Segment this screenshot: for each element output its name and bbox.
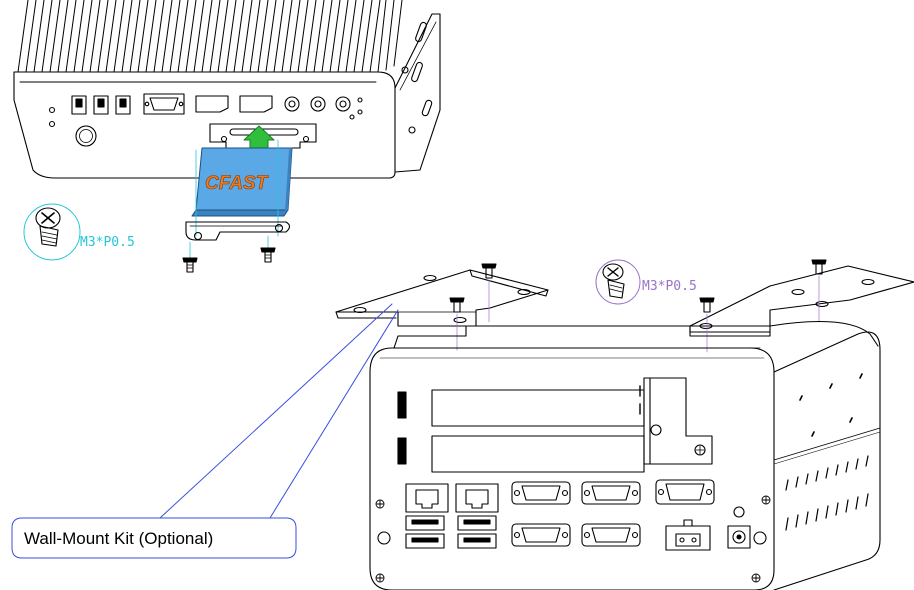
wall-mount-kit-label: Wall-Mount Kit (Optional): [24, 529, 213, 548]
screw-head-icon: [602, 263, 625, 299]
top-display-ports: [195, 95, 273, 113]
bottom-usb-ports: [405, 515, 497, 549]
top-unit: [13, 0, 441, 179]
wall-mount-callout: Wall-Mount Kit (Optional): [11, 303, 399, 559]
side-vents: [785, 373, 869, 531]
bottom-front-panel: [369, 347, 775, 590]
top-com-port: [143, 93, 185, 115]
cfast-screw-right: [260, 247, 276, 263]
mount-screw-2: [449, 297, 465, 351]
wall-mount-bracket-left: [335, 269, 549, 327]
cfast-card: CFAST: [191, 147, 293, 217]
top-chassis-front: [13, 71, 396, 179]
cfast-label: CFAST: [205, 173, 269, 194]
top-usb-ports: [71, 95, 131, 115]
screw-callout-left: M3*P0.5: [23, 203, 135, 261]
cfast-screw-left: [182, 257, 198, 273]
antenna-bracket: [639, 377, 713, 465]
screw-head-icon: [35, 207, 61, 247]
vga-port: [655, 479, 715, 505]
callout-leader: [159, 303, 399, 519]
bottom-unit: [369, 320, 881, 590]
mount-screw-3: [699, 297, 715, 353]
mount-screw-4: [811, 259, 827, 323]
screw-spec-left-label: M3*P0.5: [80, 235, 135, 250]
lan-ports: [405, 483, 499, 513]
panel-screws: [375, 495, 771, 583]
insert-arrow: [243, 125, 275, 149]
power-terminal: [665, 519, 711, 551]
cfast-bracket: [185, 221, 291, 241]
mount-screws: [449, 259, 827, 353]
mount-screw-1: [481, 263, 497, 323]
heatsink-fins: [17, 0, 403, 73]
top-audio-jacks: [284, 96, 363, 120]
power-button: [75, 125, 97, 147]
expansion-slots: [397, 389, 645, 473]
screw-callout-right: M3*P0.5: [595, 259, 697, 305]
dc-jack: [727, 506, 751, 549]
top-side-bracket: [394, 13, 441, 173]
screw-spec-right-label: M3*P0.5: [642, 279, 697, 294]
com-ports: [511, 481, 641, 547]
bottom-side-face: [773, 331, 881, 590]
cfast-screws: [189, 235, 269, 259]
callout-box: [11, 517, 297, 559]
